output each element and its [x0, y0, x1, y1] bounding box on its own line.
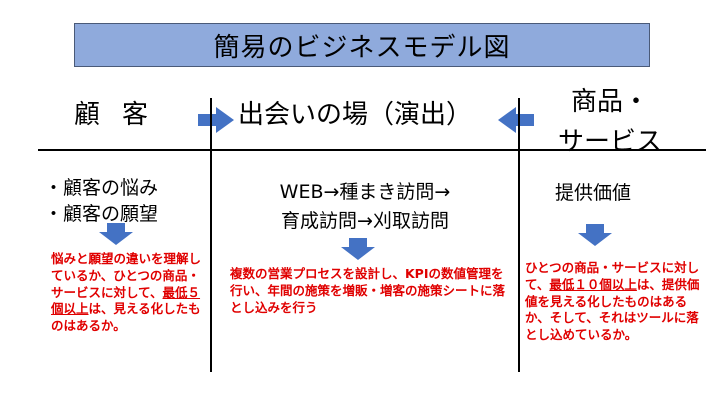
customer-note: 悩みと願望の違いを理解しているか、ひとつの商品・サービスに対して、最低５個以上は…: [51, 251, 209, 335]
heading-customer: 顧客: [74, 100, 171, 130]
venue-points: WEB→種まき訪問→ 育成訪問→刈取訪問: [212, 178, 518, 236]
customer-point: ・顧客の願望: [44, 203, 159, 225]
block-arrow-left-icon: [498, 107, 534, 133]
block-arrow-down-icon: [99, 223, 133, 245]
product-point: 提供価値: [555, 182, 632, 204]
block-arrow-down-icon: [341, 238, 375, 260]
venue-point: 育成訪問→刈取訪問: [281, 210, 449, 232]
header-divider: [38, 149, 706, 151]
product-note-text: ひとつの商品・サービスに対して、: [525, 260, 700, 292]
customer-note-emphasis: 最低５個以上: [51, 284, 201, 317]
product-note-emphasis: 最低１０個以上: [549, 276, 637, 292]
venue-point: WEB→種まき訪問→: [279, 181, 451, 203]
heading-product-line1: 商品・: [570, 87, 649, 117]
customer-note-text: 悩みと願望の違いを理解しているか、ひとつの商品・サービスに対して、: [51, 251, 202, 300]
block-arrow-down-icon: [578, 224, 612, 246]
customer-point: ・顧客の悩み: [44, 177, 159, 199]
product-note: ひとつの商品・サービスに対して、最低１０個以上は、提供価値を見える化したものはあ…: [525, 260, 705, 344]
product-points: 提供価値: [555, 180, 631, 206]
customer-points: ・顧客の悩み ・顧客の願望: [44, 175, 158, 227]
customer-note-text-end: は、見える化したものはあるか。: [51, 301, 201, 334]
venue-note: 複数の営業プロセスを設計し、KPIの数値管理を行い、年間の施策を増販・増客の施策…: [230, 266, 506, 315]
block-arrow-right-icon: [198, 107, 234, 133]
column-divider-2: [518, 98, 520, 372]
column-divider-1: [210, 98, 212, 372]
product-note-text-end: は、提供価値を見える化したものはあるか、そして、それはツールに落とし込めているか…: [525, 276, 700, 343]
page-title: 簡易のビジネスモデル図: [74, 23, 650, 67]
heading-product-line2: サービス: [557, 127, 662, 157]
heading-venue: 出会いの場（演出）: [238, 100, 473, 130]
heading-product: 商品・ サービス: [540, 82, 680, 162]
